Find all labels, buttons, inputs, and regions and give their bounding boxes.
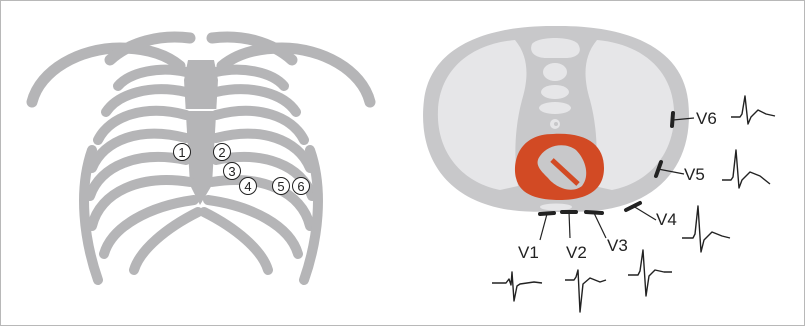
ribs-right bbox=[204, 70, 318, 280]
heart bbox=[515, 134, 604, 200]
position-label-3: 3 bbox=[228, 164, 235, 179]
electrode-v1 bbox=[540, 213, 554, 214]
electrode-v6 bbox=[672, 113, 673, 126]
sternum-section bbox=[540, 204, 572, 211]
ecg-trace-v2 bbox=[565, 270, 606, 312]
lead-label-v2: V2 bbox=[566, 243, 587, 262]
position-marker-1: 1 bbox=[174, 144, 191, 161]
position-marker-6: 6 bbox=[293, 178, 310, 195]
lead-label-v3: V3 bbox=[607, 236, 628, 255]
ecg-trace-v4 bbox=[682, 206, 730, 252]
position-label-2: 2 bbox=[218, 145, 225, 160]
lead-label-v5: V5 bbox=[684, 165, 705, 184]
ecg-trace-v1 bbox=[492, 272, 542, 301]
position-marker-3: 3 bbox=[224, 163, 241, 180]
position-marker-5: 5 bbox=[273, 178, 290, 195]
thorax-cross-section bbox=[423, 26, 689, 212]
position-marker-2: 2 bbox=[214, 144, 231, 161]
position-label-1: 1 bbox=[178, 145, 185, 160]
lead-label-v1: V1 bbox=[518, 243, 539, 262]
electrode-v3 bbox=[586, 212, 602, 213]
position-label-4: 4 bbox=[244, 179, 251, 194]
ecg-trace-v5 bbox=[722, 150, 770, 188]
ribs-left bbox=[84, 70, 198, 280]
position-marker-4: 4 bbox=[240, 178, 257, 195]
ecg-trace-v3 bbox=[628, 250, 672, 296]
position-label-6: 6 bbox=[297, 179, 304, 194]
lead-label-v4: V4 bbox=[656, 210, 677, 229]
position-label-5: 5 bbox=[277, 179, 284, 194]
lead-label-v6: V6 bbox=[696, 109, 717, 128]
rib-cage: 1 2 3 4 5 6 bbox=[32, 37, 370, 280]
ecg-trace-v6 bbox=[731, 96, 775, 124]
